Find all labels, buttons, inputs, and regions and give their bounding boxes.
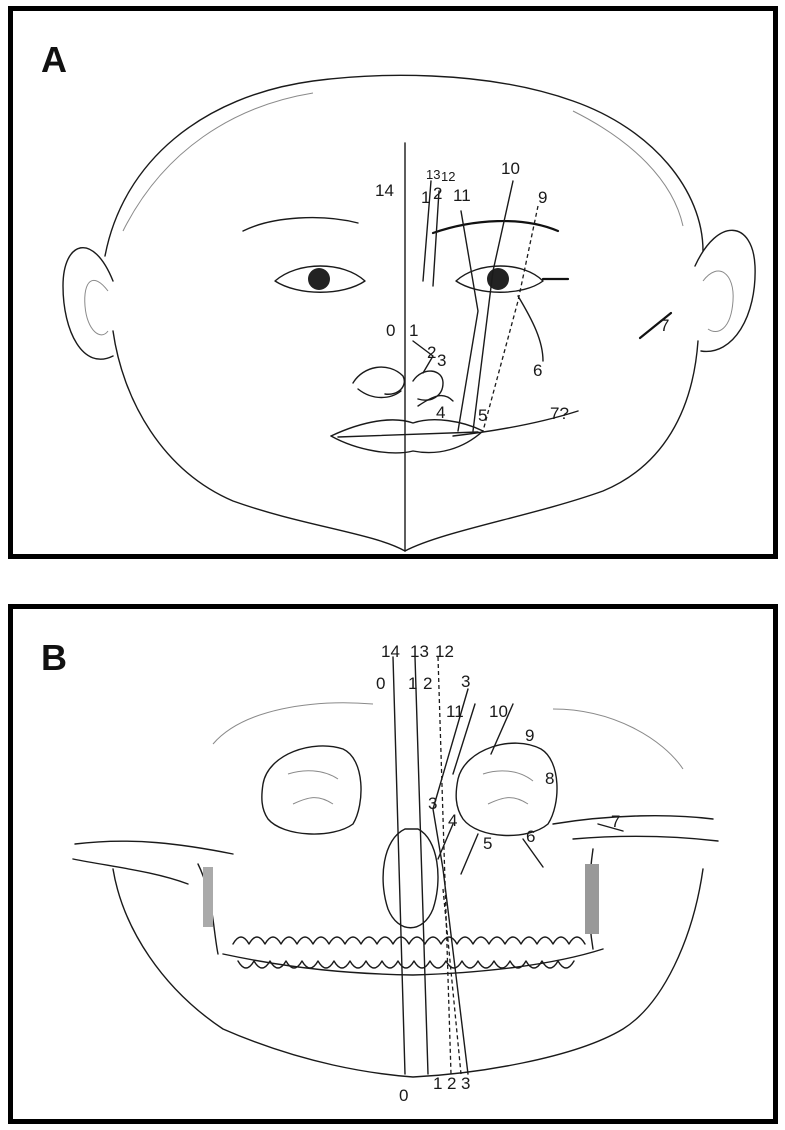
right-orbit — [456, 743, 557, 835]
label-10: 10 — [489, 702, 508, 721]
mouth — [331, 420, 483, 436]
label-1b: 1 — [409, 321, 418, 340]
right-zygomatic-arch — [553, 816, 713, 824]
label-2b: 2 — [427, 343, 436, 362]
label-14: 14 — [381, 642, 400, 661]
label-0: 0 — [376, 674, 385, 693]
cleft-line-6 — [518, 296, 543, 361]
nasal-aperture — [383, 829, 438, 928]
label-4: 4 — [436, 403, 445, 422]
label-13: 13 — [426, 167, 440, 182]
face-drawing: 14 13 12 1 2 11 10 9 0 1 2 3 4 5 6 7 7? — [13, 11, 773, 554]
label-6: 6 — [533, 361, 542, 380]
label-8: 8 — [545, 769, 554, 788]
label-3-mid: 3 — [428, 794, 437, 813]
label-9: 9 — [538, 188, 547, 207]
label-bottom-1: 1 — [433, 1074, 442, 1093]
left-eyebrow — [243, 218, 358, 231]
left-zygomatic-arch — [75, 841, 233, 854]
label-7: 7 — [660, 316, 669, 335]
label-13: 13 — [410, 642, 429, 661]
panel-a-face-diagram: A — [8, 6, 778, 559]
left-ear — [63, 248, 113, 360]
label-10: 10 — [501, 159, 520, 178]
label-9: 9 — [525, 726, 534, 745]
label-11: 11 — [446, 702, 464, 721]
label-12: 12 — [441, 169, 455, 184]
label-5: 5 — [483, 834, 492, 853]
panel-b-skull-diagram: B — [8, 604, 778, 1124]
label-bottom-3: 3 — [461, 1074, 470, 1093]
label-5: 5 — [478, 406, 487, 425]
label-4: 4 — [448, 811, 457, 830]
label-7q: 7? — [550, 404, 569, 423]
label-0: 0 — [386, 321, 395, 340]
label-2: 2 — [433, 184, 442, 203]
label-1: 1 — [421, 188, 430, 207]
label-bottom-0: 0 — [399, 1086, 408, 1105]
cleft-line-11 — [458, 211, 478, 431]
label-2: 2 — [423, 674, 432, 693]
right-ear — [695, 230, 755, 351]
label-3-top: 3 — [461, 672, 470, 691]
label-12: 12 — [435, 642, 454, 661]
label-6: 6 — [526, 827, 535, 846]
head-outline — [105, 75, 703, 256]
label-7: 7 — [611, 812, 620, 831]
cleft-line-5 — [461, 834, 478, 874]
label-bottom-2: 2 — [447, 1074, 456, 1093]
face-contour — [113, 331, 405, 551]
right-ramus-shade — [585, 864, 599, 934]
cleft-line-9 — [483, 206, 538, 431]
mandible — [113, 869, 703, 1077]
label-14: 14 — [375, 181, 394, 200]
left-orbit — [262, 746, 361, 834]
cleft-line-0-14 — [393, 657, 405, 1074]
right-eyebrow — [433, 221, 558, 233]
upper-teeth — [233, 937, 585, 944]
label-1: 1 — [408, 674, 417, 693]
cleft-line-1-13 — [415, 657, 428, 1074]
label-11: 11 — [453, 186, 471, 205]
label-3: 3 — [437, 351, 446, 370]
skull-drawing: 14 13 12 0 1 2 3 11 10 9 8 3 4 5 6 7 0 1… — [13, 609, 773, 1119]
